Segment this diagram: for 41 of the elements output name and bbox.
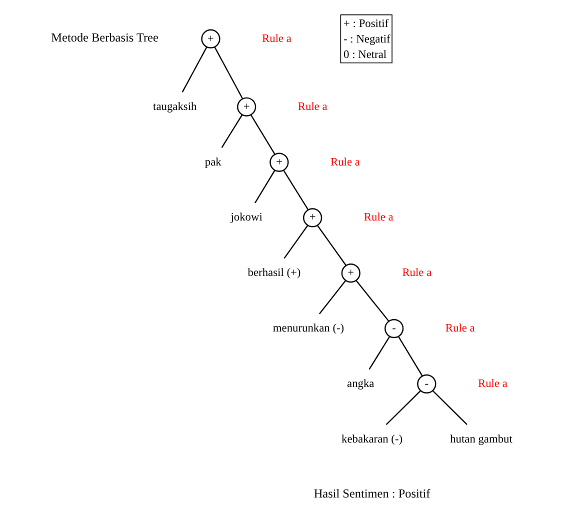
connector xyxy=(283,225,308,259)
connector xyxy=(385,390,421,425)
connector xyxy=(368,336,390,370)
legend-label: + : Positif xyxy=(343,18,388,30)
node-circle: + xyxy=(236,97,256,116)
node-label: Rule a xyxy=(297,100,327,113)
node-circle: + xyxy=(340,264,360,283)
node-text: jokowi xyxy=(230,212,262,224)
connector xyxy=(355,280,389,322)
connector xyxy=(316,225,346,266)
label: Hasil Sentimen : Positif xyxy=(313,486,430,501)
node-circle: + xyxy=(302,208,322,228)
node-text: pak xyxy=(204,156,221,168)
node-label: Rule a xyxy=(363,212,393,224)
node-circle: + xyxy=(269,152,288,172)
connector xyxy=(214,46,243,99)
node-text: kebakaran (-) xyxy=(341,433,402,446)
label: Metode Berbasis Tree xyxy=(50,30,158,45)
node-text: angka xyxy=(346,378,374,390)
node-label: Rule a xyxy=(444,322,474,335)
connector xyxy=(318,280,346,314)
node-text: hutan gambut xyxy=(450,433,512,446)
node-label: Rule a xyxy=(477,378,507,390)
node-text: menurunkan (-) xyxy=(272,322,344,335)
connector xyxy=(397,336,422,376)
node-circle: - xyxy=(384,318,404,338)
connector xyxy=(282,170,308,210)
legend-label: - : Negatif xyxy=(343,33,390,46)
connector xyxy=(254,170,275,204)
node-label: Rule a xyxy=(262,32,291,45)
connector xyxy=(181,46,207,92)
legend-label: 0 : Netral xyxy=(343,48,386,61)
connector xyxy=(250,114,275,155)
node-circle: - xyxy=(416,374,436,394)
node-text: taugaksih xyxy=(152,100,196,113)
node-text: berhasil (+) xyxy=(247,267,300,280)
node-label: Rule a xyxy=(330,156,360,168)
connector xyxy=(432,390,467,425)
connector xyxy=(220,114,242,148)
node-label: Rule a xyxy=(402,267,432,280)
node-circle: + xyxy=(200,29,220,48)
